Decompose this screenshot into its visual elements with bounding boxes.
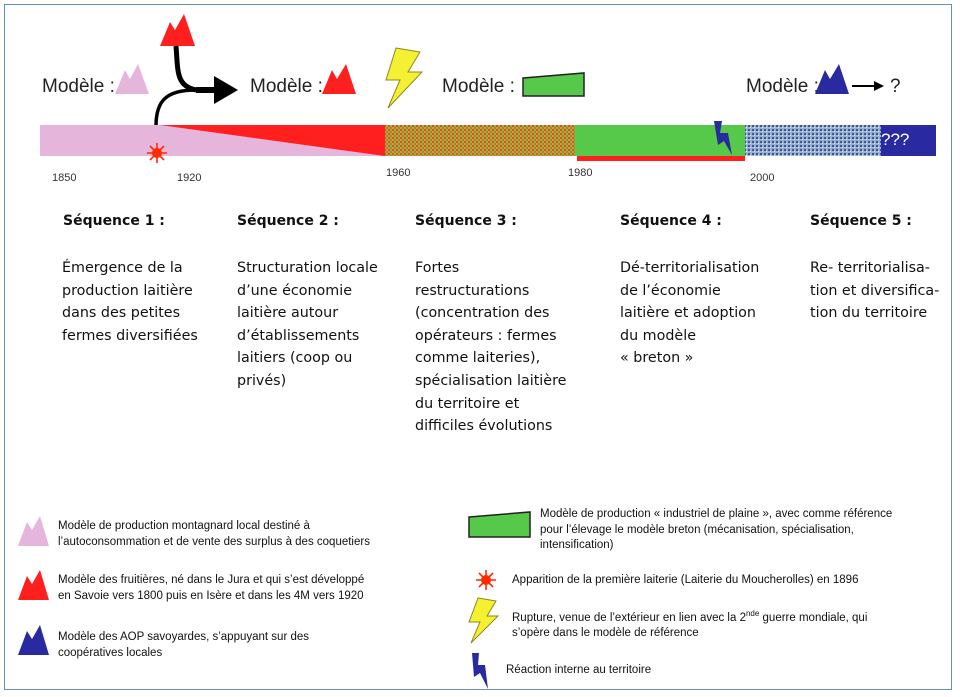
future-question-mark: ?: [890, 76, 901, 97]
blue-mountain-icon: [815, 64, 849, 94]
legend-internal-lightning-icon: [472, 653, 488, 689]
year-1920: 1920: [177, 172, 202, 184]
pink-mountain-icon: [115, 64, 149, 94]
merging-arrow-icon: [154, 45, 238, 127]
model-label-1: Modèle :: [42, 76, 115, 97]
segment-blue: [881, 125, 936, 156]
legend-lightning-text: Rupture, venue de l’extérieur en lien av…: [512, 609, 868, 640]
legend-lightning-icon: [468, 597, 500, 644]
green-model-icon: [522, 72, 585, 97]
legend-star-text: Apparition de la première laiterie (Lait…: [512, 574, 859, 586]
legend-pink-text: Modèle de production montagnard local de…: [58, 520, 370, 548]
model-label-4: Modèle :: [746, 76, 819, 97]
legend-blue-text: Modèle des AOP savoyardes, s’appuyant su…: [58, 631, 310, 659]
sequence-2-title: Séquence 2 :: [237, 213, 339, 229]
figure-frame: [4, 4, 952, 690]
legend-internal-text: Réaction interne au territoire: [506, 664, 652, 676]
segment-blue-dots: [745, 125, 881, 156]
legend-star-icon: [476, 570, 496, 590]
sequence-3-title: Séquence 3 :: [415, 213, 517, 229]
year-1980: 1980: [568, 167, 593, 179]
red-mountain-icon-top: [160, 14, 195, 46]
sequence-1-title: Séquence 1 :: [63, 213, 165, 229]
year-1960: 1960: [386, 167, 411, 179]
legend-green-model-icon: [468, 511, 531, 538]
timeline-end-label: ???: [881, 130, 910, 149]
sequence-5-title: Séquence 5 :: [810, 213, 912, 229]
legend-red-mountain-icon: [18, 570, 49, 600]
segment-transition: [385, 125, 575, 156]
legend-green-text: Modèle de production « industriel de pla…: [540, 508, 893, 551]
year-1850: 1850: [52, 172, 77, 184]
model-label-3: Modèle :: [442, 76, 515, 97]
year-2000: 2000: [750, 172, 775, 184]
segment-red-wedge: [160, 125, 385, 156]
internal-lightning-icon: [714, 121, 732, 155]
red-mountain-icon: [322, 64, 356, 94]
sequence-5-text: Re- territorialisa-tion et diversifica-t…: [810, 260, 940, 322]
arrow-right-icon: [852, 81, 884, 91]
star-icon-1896: [147, 143, 167, 163]
timeline-band: [40, 121, 936, 163]
legend-blue-mountain-icon: [18, 625, 49, 655]
legend-red-text: Modèle des fruitières, né dans le Jura e…: [58, 574, 365, 602]
model-label-2: Modèle :: [250, 76, 323, 97]
lightning-icon-1960: [385, 47, 424, 109]
legend-pink-mountain-icon: [18, 516, 49, 546]
sequence-4-title: Séquence 4 :: [620, 213, 722, 229]
segment-red-underline: [577, 156, 745, 161]
